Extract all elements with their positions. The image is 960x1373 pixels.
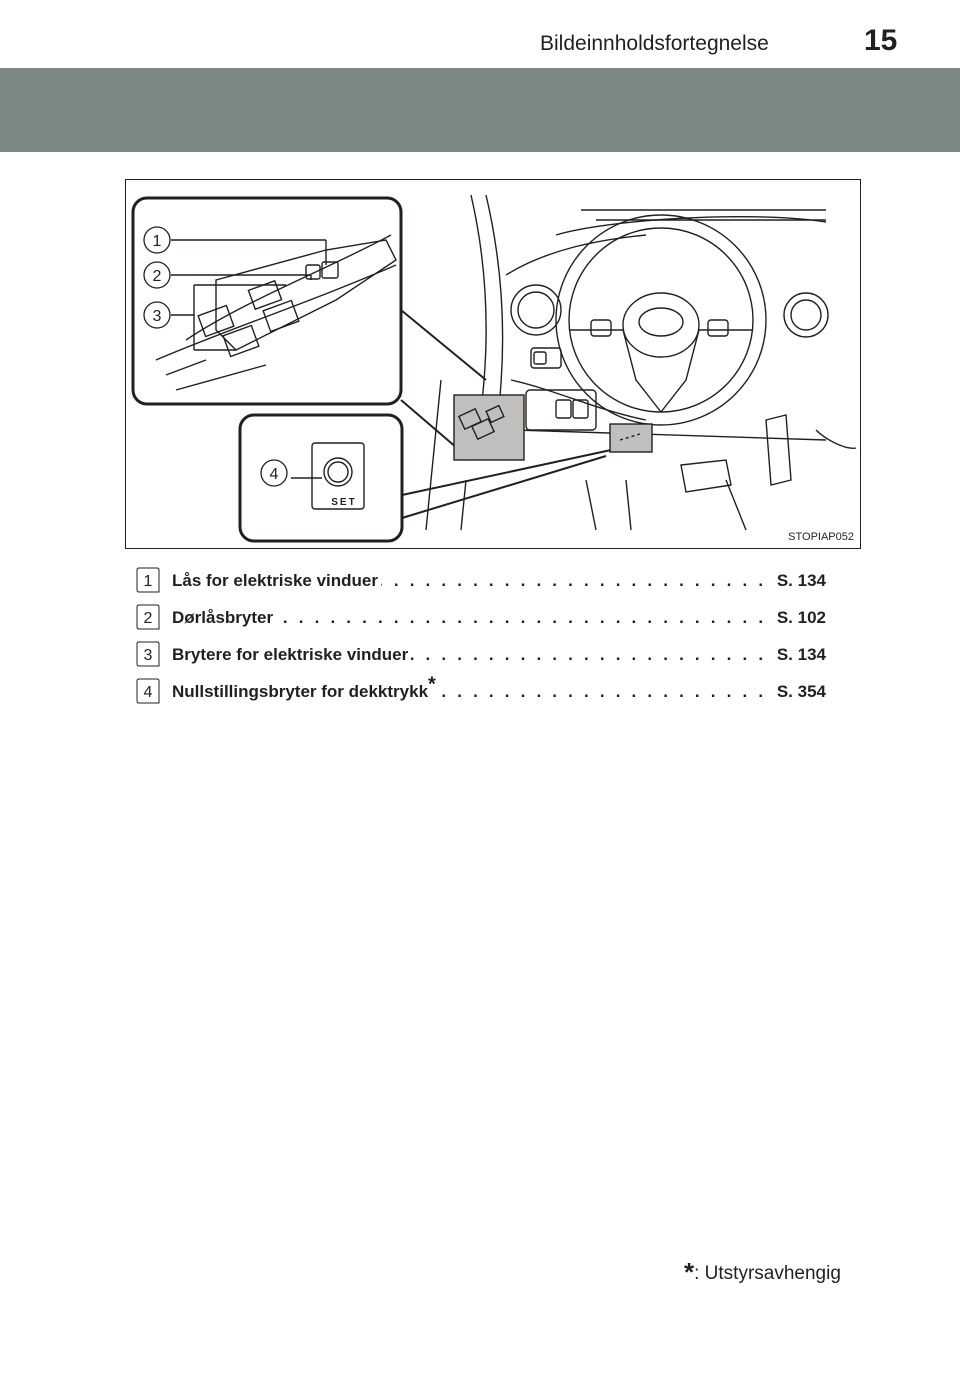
set-button-label: SET: [331, 497, 356, 508]
svg-text:4: 4: [144, 684, 153, 701]
dashboard-illustration: 1 2 3 4 SET STOPIAP052: [125, 179, 861, 549]
svg-text:2: 2: [144, 610, 153, 627]
item-page-ref[interactable]: S. 102: [772, 608, 826, 628]
callout-1: 1: [153, 233, 162, 250]
item-number-badge: 4: [136, 678, 160, 704]
svg-text:3: 3: [144, 647, 153, 664]
list-item: 1 . . . . . . . . . . . . . . . . . . . …: [136, 566, 826, 603]
footnote: *: Utstyrsavhengig: [684, 1255, 841, 1287]
page-number: 15: [864, 24, 898, 57]
illustration-drawing: 1 2 3 4 SET: [131, 194, 857, 543]
item-label: Dørlåsbryter: [172, 608, 277, 628]
item-number-badge: 1: [136, 567, 160, 593]
item-number-badge: 2: [136, 604, 160, 630]
callout-3: 3: [153, 308, 162, 325]
item-page-ref[interactable]: S. 354: [772, 682, 826, 702]
footnote-text: : Utstyrsavhengig: [694, 1263, 841, 1284]
dot-leader: . . . . . . . . . . . . . . . . . . . . …: [172, 608, 826, 627]
item-label: Brytere for elektriske vinduer: [172, 645, 412, 665]
footnote-marker: *: [684, 1257, 695, 1287]
index-list: 1 . . . . . . . . . . . . . . . . . . . …: [136, 566, 826, 714]
header-band: [0, 68, 960, 152]
item-label: Nullstillingsbryter for dekktrykk*: [172, 674, 439, 702]
callout-2: 2: [153, 268, 162, 285]
item-page-ref[interactable]: S. 134: [772, 571, 826, 591]
item-number-badge: 3: [136, 641, 160, 667]
svg-text:1: 1: [144, 573, 153, 590]
list-item: 2 . . . . . . . . . . . . . . . . . . . …: [136, 603, 826, 640]
list-item: 3 . . . . . . . . . . . . . . . . . . . …: [136, 640, 826, 677]
callout-4: 4: [270, 466, 279, 483]
item-label: Lås for elektriske vinduer: [172, 571, 381, 591]
figure-id: STOPIAP052: [788, 531, 854, 543]
list-item: 4 . . . . . . . . . . . . . . . . . . . …: [136, 674, 826, 714]
header-title: Bildeinnholdsfortegnelse: [540, 32, 769, 55]
item-page-ref[interactable]: S. 134: [772, 645, 826, 665]
callout-markers: 1 2 3 4: [143, 226, 288, 487]
